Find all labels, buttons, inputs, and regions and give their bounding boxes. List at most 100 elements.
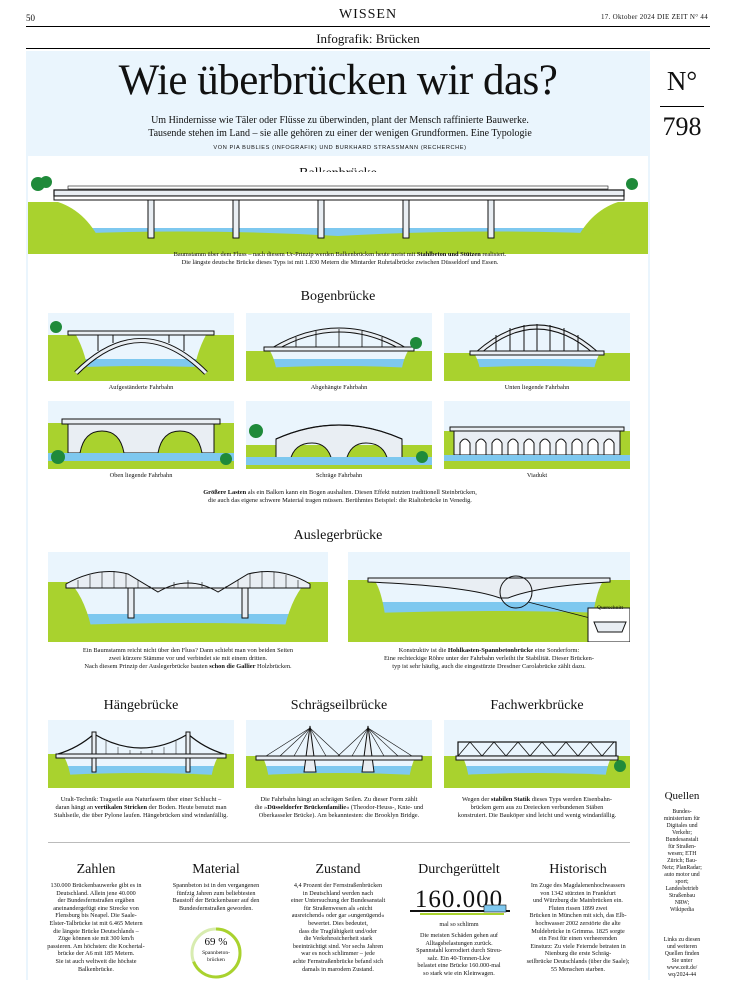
zahlen-heading: Zahlen bbox=[76, 862, 116, 877]
quellen-link-line: Quellen finden bbox=[664, 951, 700, 957]
historisch-line: Brücken in München mit sich, das Elb- bbox=[529, 912, 627, 920]
caption-balkenbruecke: Baumstamm über dem Fluss – nach diesem U… bbox=[173, 251, 507, 266]
historisch-heading: Historisch bbox=[549, 862, 607, 877]
heading-schraegseilbruecke: Schrägseilbrücke bbox=[290, 698, 388, 713]
heading-bogenbruecke: Bogenbrücke bbox=[300, 289, 376, 304]
quellen-line: Wikipedia bbox=[670, 907, 694, 913]
quellen-line: für Straßen- bbox=[668, 844, 696, 850]
material-line: Bundesfernstraßen geworden. bbox=[179, 904, 253, 912]
ausleger-fachwerk-illustration bbox=[48, 552, 328, 642]
quellen-line: Zürich; Bau- bbox=[667, 858, 697, 864]
material-percent-ring bbox=[190, 927, 242, 979]
article-title: Wie überbrücken wir das? bbox=[118, 57, 558, 104]
zahlen-line: Sie ist auch weltweit die höchste bbox=[55, 957, 137, 965]
zahlen-line: passieren. Am höchsten: die Kochertal- bbox=[47, 942, 145, 950]
zahlen-line: aneinandergefügt eine Strecke von bbox=[53, 904, 139, 912]
quellen-line: Bundes- bbox=[672, 809, 692, 815]
historisch-line: ein Fest für einen verheerenden bbox=[539, 935, 617, 943]
zustand-line: war es noch schlimmer – jede bbox=[301, 950, 375, 958]
zahlen-line: 130.000 Brückenbauwerke gibt es in bbox=[50, 882, 142, 889]
zustand-line: dass die Tragfähigkeit und/oder bbox=[298, 927, 378, 935]
caption-schraegseilbruecke: Die Fahrbahn hängt an schrägen Seilen. Z… bbox=[254, 796, 424, 819]
durch-line: belastet eine Brücke 160.000-mal bbox=[417, 962, 501, 970]
material-line: fünfzig Jahren zum beliebtesten bbox=[176, 889, 256, 897]
quellen-link-line: wq/2024-44 bbox=[667, 972, 697, 978]
article-lead: Um Hindernisse wie Täler oder Flüsse zu … bbox=[148, 115, 532, 139]
caption-fachwerkbruecke: Wegen der stabilen Statik dieses Typs we… bbox=[457, 796, 617, 819]
subtitle-rule bbox=[26, 48, 710, 49]
zustand-line: die Verkehrssicherheit stark bbox=[303, 935, 373, 943]
heading-auslegerbruecke: Auslegerbrücke bbox=[293, 528, 383, 543]
section-label: WISSEN bbox=[338, 7, 398, 22]
quellen-link-line: www.zeit.de/ bbox=[666, 965, 698, 971]
facts-divider bbox=[48, 842, 630, 843]
header-rule bbox=[26, 26, 710, 27]
haengebruecke-illustration bbox=[48, 720, 234, 788]
quellen-line: Bundesanstalt bbox=[665, 837, 699, 843]
durch-line: Alltagsbelastungen zurück. bbox=[425, 939, 493, 947]
quellen-link-line: Links zu diesen bbox=[663, 937, 701, 943]
durch-line: salz. Ein 40-Tonnen-Lkw bbox=[427, 954, 491, 962]
dateline: 17. Oktober 2024 DIE ZEIT N° 44 bbox=[600, 13, 708, 21]
zustand-line: einer Untersuchung der Bundesanstalt bbox=[290, 897, 386, 905]
caption-haengebruecke: Uralt-Technik: Tragseile aus Naturfasern… bbox=[54, 796, 228, 819]
historisch-line: Fluten rissen 1899 zwei bbox=[548, 904, 608, 912]
bogen-abgehaengt-illustration bbox=[246, 313, 432, 381]
quellen-line: Digitales und bbox=[666, 823, 698, 829]
material-percent-label: 69 % bbox=[204, 936, 228, 948]
material-percent-sublabel: Spannbeton-brücken bbox=[202, 950, 230, 963]
bogen-oben-illustration bbox=[48, 401, 234, 469]
zustand-line: 4,4 Prozent der Fernstraßenbrücken bbox=[293, 882, 383, 889]
zahlen-line: Deutschland. Allein jene 40.000 bbox=[56, 889, 136, 897]
inset-label-querschnitt: Querschnitt bbox=[596, 605, 624, 611]
quellen-line: Netz; PlanRadar; bbox=[662, 865, 702, 871]
caption-ausleger-left: Ein Baumstamm reicht nicht über den Flus… bbox=[82, 647, 294, 670]
zustand-line: in Deutschland werden nach bbox=[302, 889, 374, 897]
material-line: Baustoff der Brückenbauer auf den bbox=[172, 897, 260, 905]
zustand-line: für Straßenwesen als »nicht bbox=[303, 904, 373, 912]
zahlen-line: Balkenbrücke. bbox=[78, 965, 114, 973]
quellen-line: Straßenbau bbox=[668, 893, 696, 899]
historisch-line: und Würzburg die Mainbrücken ein. bbox=[533, 897, 623, 905]
label-viadukt: Viadukt bbox=[526, 472, 548, 479]
bogen-aufgestaendert-illustration bbox=[48, 313, 234, 381]
bogen-viadukt-illustration bbox=[444, 401, 630, 469]
historisch-line: Nienburg die erste Schräg- bbox=[544, 950, 612, 958]
quellen-link-line: und weiteren bbox=[666, 944, 698, 950]
fachwerkbruecke-illustration bbox=[444, 720, 630, 788]
label-unten: Unten liegende Fahrbahn bbox=[504, 384, 570, 391]
quellen-link-line: Sie unter bbox=[671, 958, 693, 964]
quellen-line: Landesbetrieb bbox=[665, 886, 699, 892]
lkw-icon bbox=[410, 904, 510, 915]
material-line: Spannbeton ist in den vergangenen bbox=[172, 882, 260, 889]
durch-line: so stark wie ein Kleinwagen. bbox=[423, 969, 495, 977]
historisch-line: Im Zuge des Magdalenenhochwassers bbox=[530, 882, 626, 889]
historisch-line: hochwasser 2002 zerstörte die alte bbox=[535, 919, 621, 927]
issue-divider bbox=[660, 106, 704, 107]
page-number: 50 bbox=[26, 13, 35, 23]
quellen-line: sport; bbox=[675, 879, 689, 885]
quellen-line: auto motor und bbox=[664, 872, 700, 878]
label-oben: Oben liegende Fahrbahn bbox=[109, 472, 173, 479]
ausleger-hohlkasten-illustration bbox=[348, 552, 630, 642]
schraegseilbruecke-illustration bbox=[246, 720, 432, 788]
zahlen-line: der Bundesfernstraßen ergäben bbox=[57, 897, 135, 905]
durch-line: Die meisten Schäden gehen auf bbox=[419, 932, 498, 939]
label-schraeg: Schräge Fahrbahn bbox=[315, 472, 363, 479]
heading-haengebruecke: Hängebrücke bbox=[103, 698, 179, 713]
material-heading: Material bbox=[192, 862, 240, 877]
zahlen-line: Züge können sie mit 300 km/h bbox=[58, 935, 134, 943]
zustand-heading: Zustand bbox=[315, 862, 361, 877]
zahlen-line: die längste Brücke Deutschlands – bbox=[53, 927, 139, 935]
bogen-unten-illustration bbox=[444, 313, 630, 381]
quellen-line: NRW; bbox=[674, 900, 690, 906]
quellen-line: Verkehr; bbox=[672, 830, 692, 836]
durch-line: Spannstahl korrodiert durch Streu- bbox=[416, 947, 502, 955]
caption-bogenbruecke: Größere Lasten als ein Balken kann ein B… bbox=[203, 489, 477, 504]
